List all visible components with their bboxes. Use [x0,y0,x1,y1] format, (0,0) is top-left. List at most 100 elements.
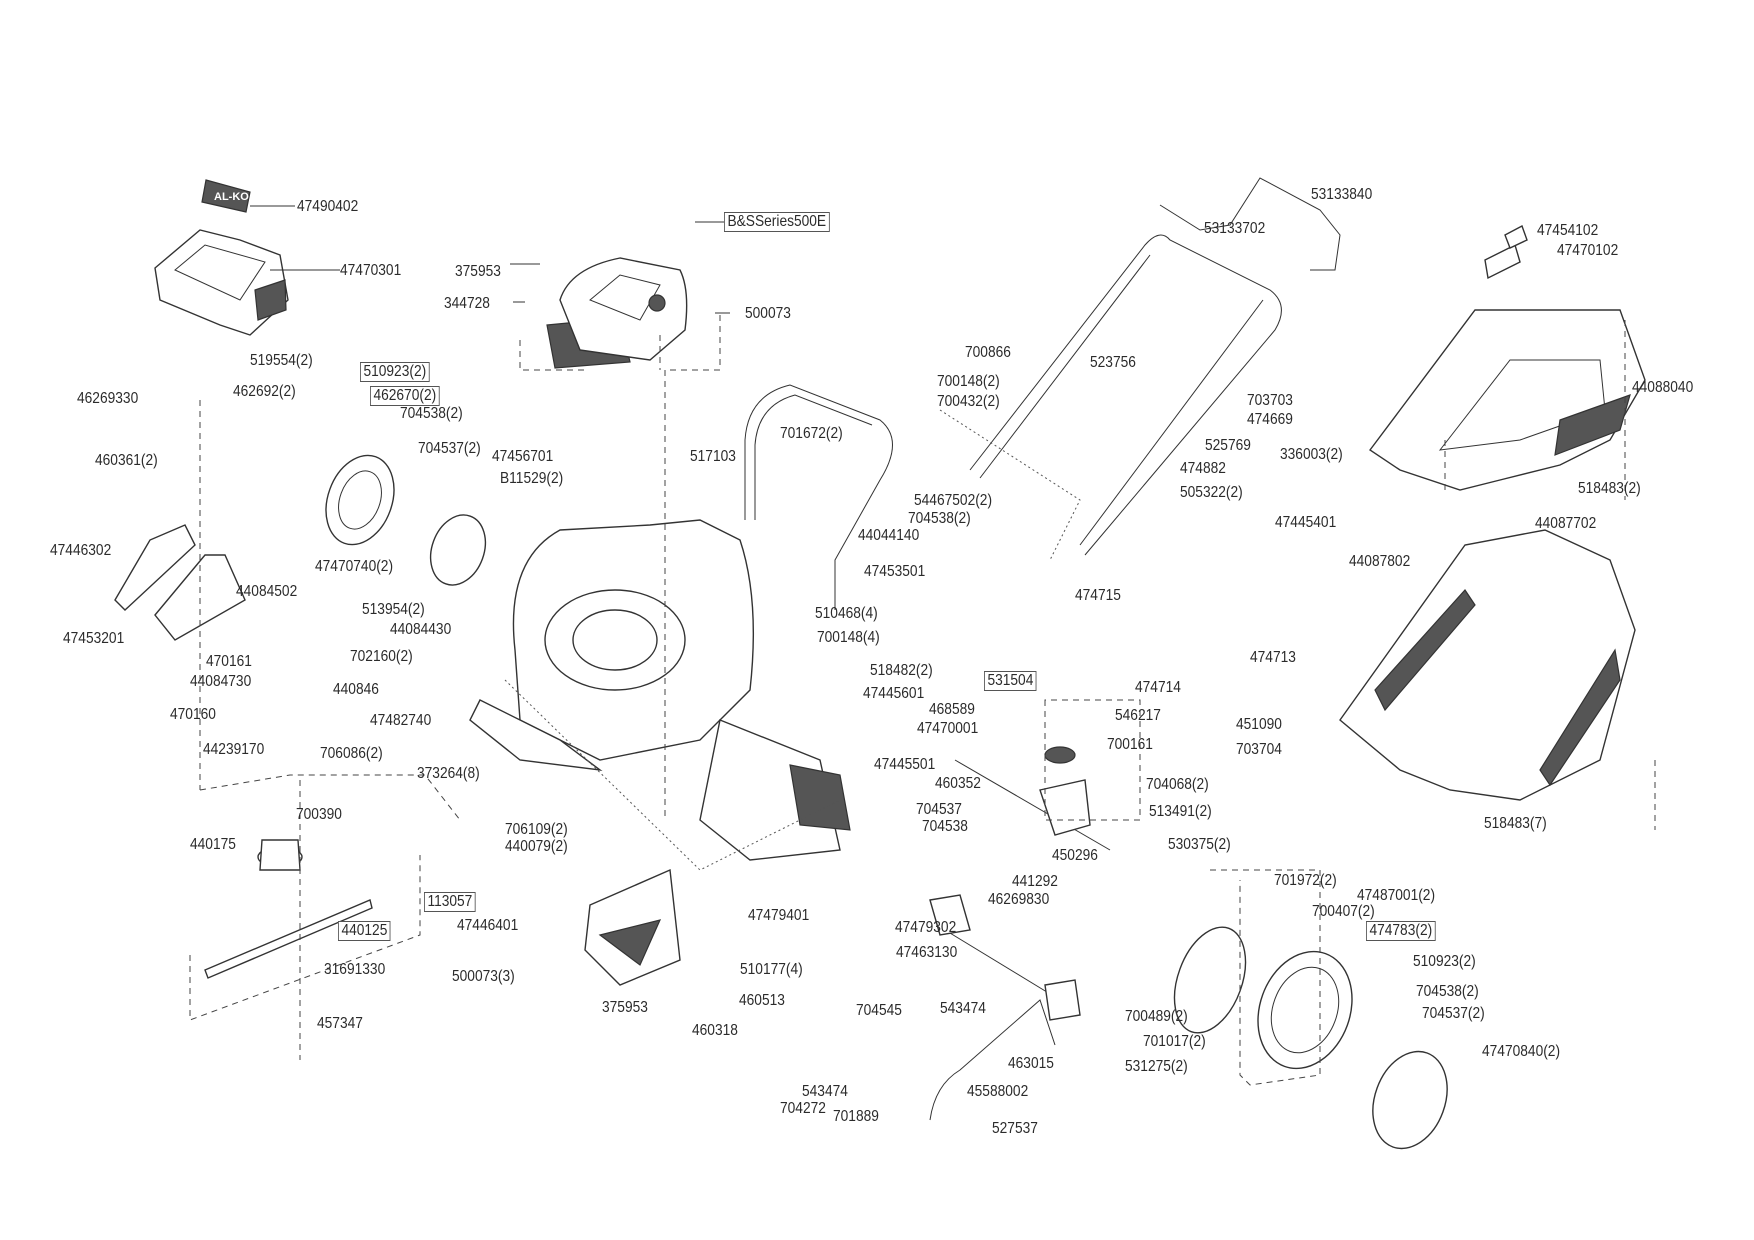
part-label: 701017(2) [1143,1033,1206,1050]
part-label: 441292 [1012,873,1058,890]
part-label: 704538(2) [1416,983,1479,1000]
part-label: 46269830 [988,891,1050,908]
part-label: 53133702 [1204,220,1266,237]
part-label: 47470740(2) [315,558,394,575]
part-label: 457347 [317,1015,363,1032]
part-label: 704272 [780,1100,826,1117]
part-label: 470161 [206,653,252,670]
part-label: 468589 [929,701,975,718]
part-label: 531275(2) [1125,1058,1188,1075]
part-label: 519554(2) [250,352,313,369]
part-label: 474714 [1135,679,1181,696]
part-label: 440175 [190,836,236,853]
side-discharge-part [584,868,681,986]
part-label: 44044140 [858,527,920,544]
part-label: 704537(2) [1422,1005,1485,1022]
wheel-left-part [325,454,487,586]
part-label: 45588002 [967,1083,1029,1100]
part-label: 474669 [1247,411,1293,428]
part-label: 47446302 [50,542,112,559]
part-label: 450296 [1052,847,1098,864]
part-label: 703704 [1236,741,1282,758]
part-label: 463015 [1008,1055,1054,1072]
part-label-boxed: 113057 [424,892,476,912]
rear-chute-part [699,719,851,861]
part-label: 704538 [922,818,968,835]
part-label: 47470301 [340,262,402,279]
part-label-boxed: 510923(2) [360,362,430,382]
part-label: 543474 [940,1000,986,1017]
alko-logo: AL-KO [214,191,249,203]
part-label: 47445401 [1275,514,1337,531]
part-label: 344728 [444,295,490,312]
lower-handle-part [744,384,893,610]
part-label: 44084502 [236,583,298,600]
adjust-lever-part [929,999,1056,1121]
part-label: 543474 [802,1083,848,1100]
grass-catcher-bag-part [1339,529,1636,801]
part-label-boxed: 462670(2) [370,386,440,406]
part-label: 704538(2) [400,405,463,422]
part-label: 44239170 [203,741,265,758]
part-label: 474713 [1250,649,1296,666]
wheel-right-part [1173,926,1448,1150]
part-label: 510468(4) [815,605,878,622]
part-label: 700489(2) [1125,1008,1188,1025]
part-label: 702160(2) [350,648,413,665]
part-label: 47487001(2) [1357,887,1436,904]
part-label: 704068(2) [1146,776,1209,793]
part-label: 505322(2) [1180,484,1243,501]
part-label: 44087702 [1535,515,1597,532]
part-label: 47445501 [874,756,936,773]
part-label: 44084730 [190,673,252,690]
part-label: 47454102 [1537,222,1599,239]
part-label: 462692(2) [233,383,296,400]
part-label: 517103 [690,448,736,465]
part-label: 518482(2) [870,662,933,679]
part-label-boxed: 531504 [984,671,1037,691]
part-label: 510177(4) [740,961,803,978]
part-label: 47470001 [917,720,979,737]
part-label: 523756 [1090,354,1136,371]
logo-cap-part: AL-KO [201,179,251,213]
part-label: 47479302 [895,919,957,936]
part-label: 470160 [170,706,216,723]
part-label: 451090 [1236,716,1282,733]
part-label: 373264(8) [417,765,480,782]
part-label-boxed: 474783(2) [1366,921,1436,941]
part-label: 701672(2) [780,425,843,442]
part-label: 700148(4) [817,629,880,646]
part-label: B11529(2) [500,470,564,487]
part-label: 375953 [602,999,648,1016]
part-label: 47479401 [748,907,810,924]
part-label: 44087802 [1349,553,1411,570]
front-flaps-part [114,524,246,641]
part-label: 47453201 [63,630,125,647]
part-label: 513491(2) [1149,803,1212,820]
part-label: 460318 [692,1022,738,1039]
part-label: 31691330 [324,961,386,978]
part-label: 704537 [916,801,962,818]
part-label: 701889 [833,1108,879,1125]
part-label: 44088040 [1632,379,1694,396]
part-label: 700161 [1107,736,1153,753]
part-label: 500073(3) [452,968,515,985]
rear-flap-cover-part [154,229,289,336]
part-label: 460361(2) [95,452,158,469]
part-label: 530375(2) [1168,836,1231,853]
engine-label: B&SSeries500E [724,212,830,232]
part-label: 704545 [856,1002,902,1019]
part-label: 47470102 [1557,242,1619,259]
part-label-boxed: 440125 [338,921,391,941]
part-label: 47490402 [297,198,359,215]
part-label: 700866 [965,344,1011,361]
part-label: 527537 [992,1120,1038,1137]
part-label: 47446401 [457,917,519,934]
part-label: 525769 [1205,437,1251,454]
part-label: 47482740 [370,712,432,729]
part-label: 54467502(2) [914,492,993,509]
part-label: 700148(2) [937,373,1000,390]
upper-handle-part [969,234,1282,556]
